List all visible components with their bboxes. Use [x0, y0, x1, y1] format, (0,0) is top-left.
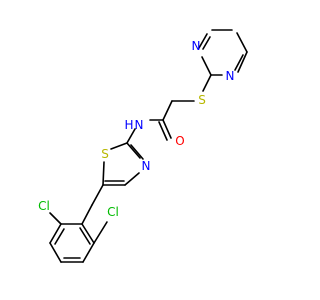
- bond: [81, 204, 93, 225]
- bond: [82, 242, 95, 263]
- bond: [110, 142, 128, 150]
- pyrimidine-nitrogen-label: N: [192, 39, 201, 53]
- bond: [198, 33, 208, 49]
- bond: [202, 36, 211, 50]
- bond: [201, 56, 212, 76]
- bond: [130, 144, 144, 160]
- bond: [237, 51, 248, 73]
- bond: [49, 212, 62, 225]
- bond: [124, 172, 140, 186]
- bond: [81, 223, 95, 244]
- thiazole-nitrogen-label: N: [142, 159, 151, 173]
- bond: [91, 184, 104, 206]
- amide-hydrogen-label: H: [124, 118, 133, 132]
- bond: [49, 242, 62, 263]
- chlorine-label: Cl: [38, 199, 50, 213]
- thiazole-sulfur-label: S: [101, 147, 109, 161]
- bond: [49, 223, 62, 244]
- amide-nitrogen-label: N: [135, 118, 144, 132]
- bond: [162, 100, 173, 121]
- bond: [126, 128, 136, 144]
- bond: [162, 119, 172, 139]
- bond: [79, 227, 91, 245]
- bond-network: [49, 29, 248, 263]
- thioether-sulfur-label: S: [198, 93, 206, 107]
- pyrimidine-nitrogen-label: N: [226, 69, 235, 83]
- bond: [102, 161, 105, 186]
- carbonyl-oxygen-label: O: [175, 134, 184, 148]
- bond: [54, 228, 65, 245]
- bond: [158, 121, 168, 141]
- bond: [236, 32, 248, 53]
- chlorine-label: Cl: [107, 205, 119, 219]
- bond: [202, 74, 212, 92]
- atom-labels: N N S O N H S N Cl Cl: [38, 39, 234, 219]
- bond: [234, 54, 244, 71]
- chemical-structure-diagram: N N S O N H S N Cl Cl: [38, 29, 248, 263]
- bond: [126, 142, 141, 159]
- bond: [93, 221, 108, 244]
